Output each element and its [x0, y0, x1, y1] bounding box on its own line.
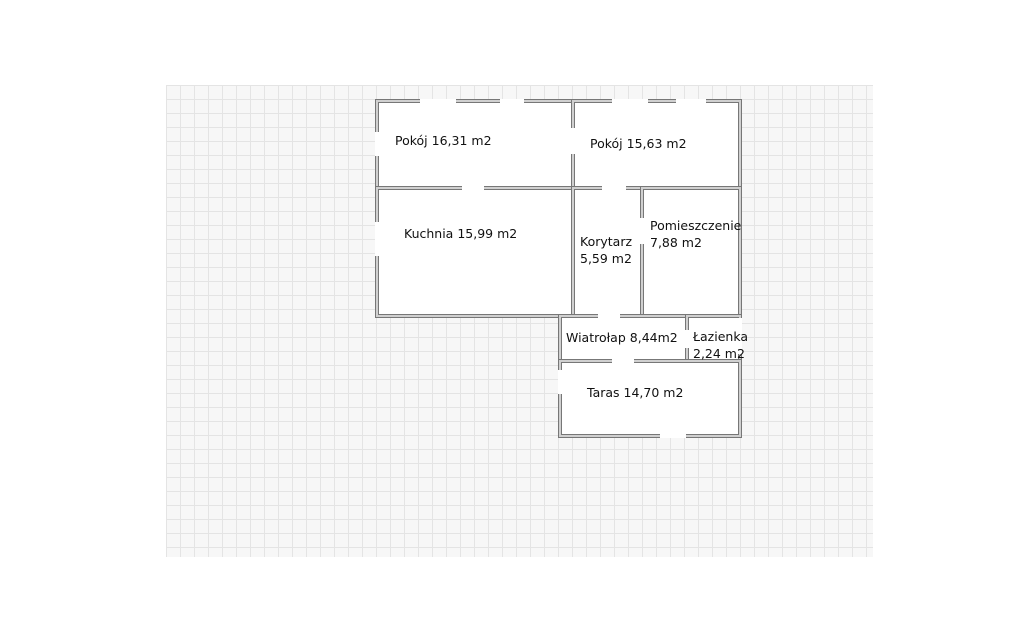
window-gap: [676, 99, 706, 103]
room-name: Taras: [587, 385, 620, 400]
room-taras: [558, 359, 742, 438]
door-gap: [598, 314, 620, 318]
window-gap: [660, 434, 686, 438]
label-kuchnia: Kuchnia 15,99 m2: [404, 225, 517, 242]
window-gap: [738, 318, 742, 354]
label-wiatrolap: Wiatrołap 8,44m2: [566, 329, 678, 346]
room-name: Korytarz: [580, 234, 633, 249]
room-name: Pokój: [590, 136, 623, 151]
room-name: Wiatrołap: [566, 330, 626, 345]
door-gap: [612, 359, 634, 363]
room-name: Pokój: [395, 133, 428, 148]
door-gap: [571, 128, 575, 154]
door-gap: [602, 186, 626, 190]
label-pokoj-1: Pokój 16,31 m2: [395, 132, 492, 149]
door-gap: [640, 218, 644, 244]
room-name: Łazienka: [693, 329, 749, 344]
room-area: 14,70 m2: [623, 385, 684, 400]
room-area: 15,99 m2: [457, 226, 518, 241]
room-pomieszczenie: [640, 186, 742, 318]
label-pokoj-2: Pokój 15,63 m2: [590, 135, 687, 152]
label-pomieszczenie: Pomieszczenie 7,88 m2: [650, 217, 741, 251]
window-gap: [500, 99, 524, 103]
window-gap: [558, 370, 562, 394]
door-gap: [462, 186, 484, 190]
room-name: Pomieszczenie: [650, 218, 742, 233]
label-taras: Taras 14,70 m2: [587, 384, 683, 401]
room-area: 16,31 m2: [431, 133, 492, 148]
window-gap: [612, 99, 648, 103]
room-area: 8,44m2: [629, 330, 678, 345]
window-gap: [375, 222, 379, 256]
room-area: 2,24 m2: [693, 346, 745, 361]
label-lazienka: Łazienka 2,24 m2: [693, 328, 748, 362]
window-gap: [375, 132, 379, 156]
room-area: 15,63 m2: [626, 136, 687, 151]
label-korytarz: Korytarz 5,59 m2: [580, 233, 632, 267]
room-name: Kuchnia: [404, 226, 454, 241]
window-gap: [420, 99, 456, 103]
room-kuchnia: [375, 186, 575, 318]
room-area: 5,59 m2: [580, 251, 632, 266]
room-pokoj-2: [571, 99, 742, 190]
door-gap: [685, 330, 689, 348]
room-area: 7,88 m2: [650, 235, 702, 250]
